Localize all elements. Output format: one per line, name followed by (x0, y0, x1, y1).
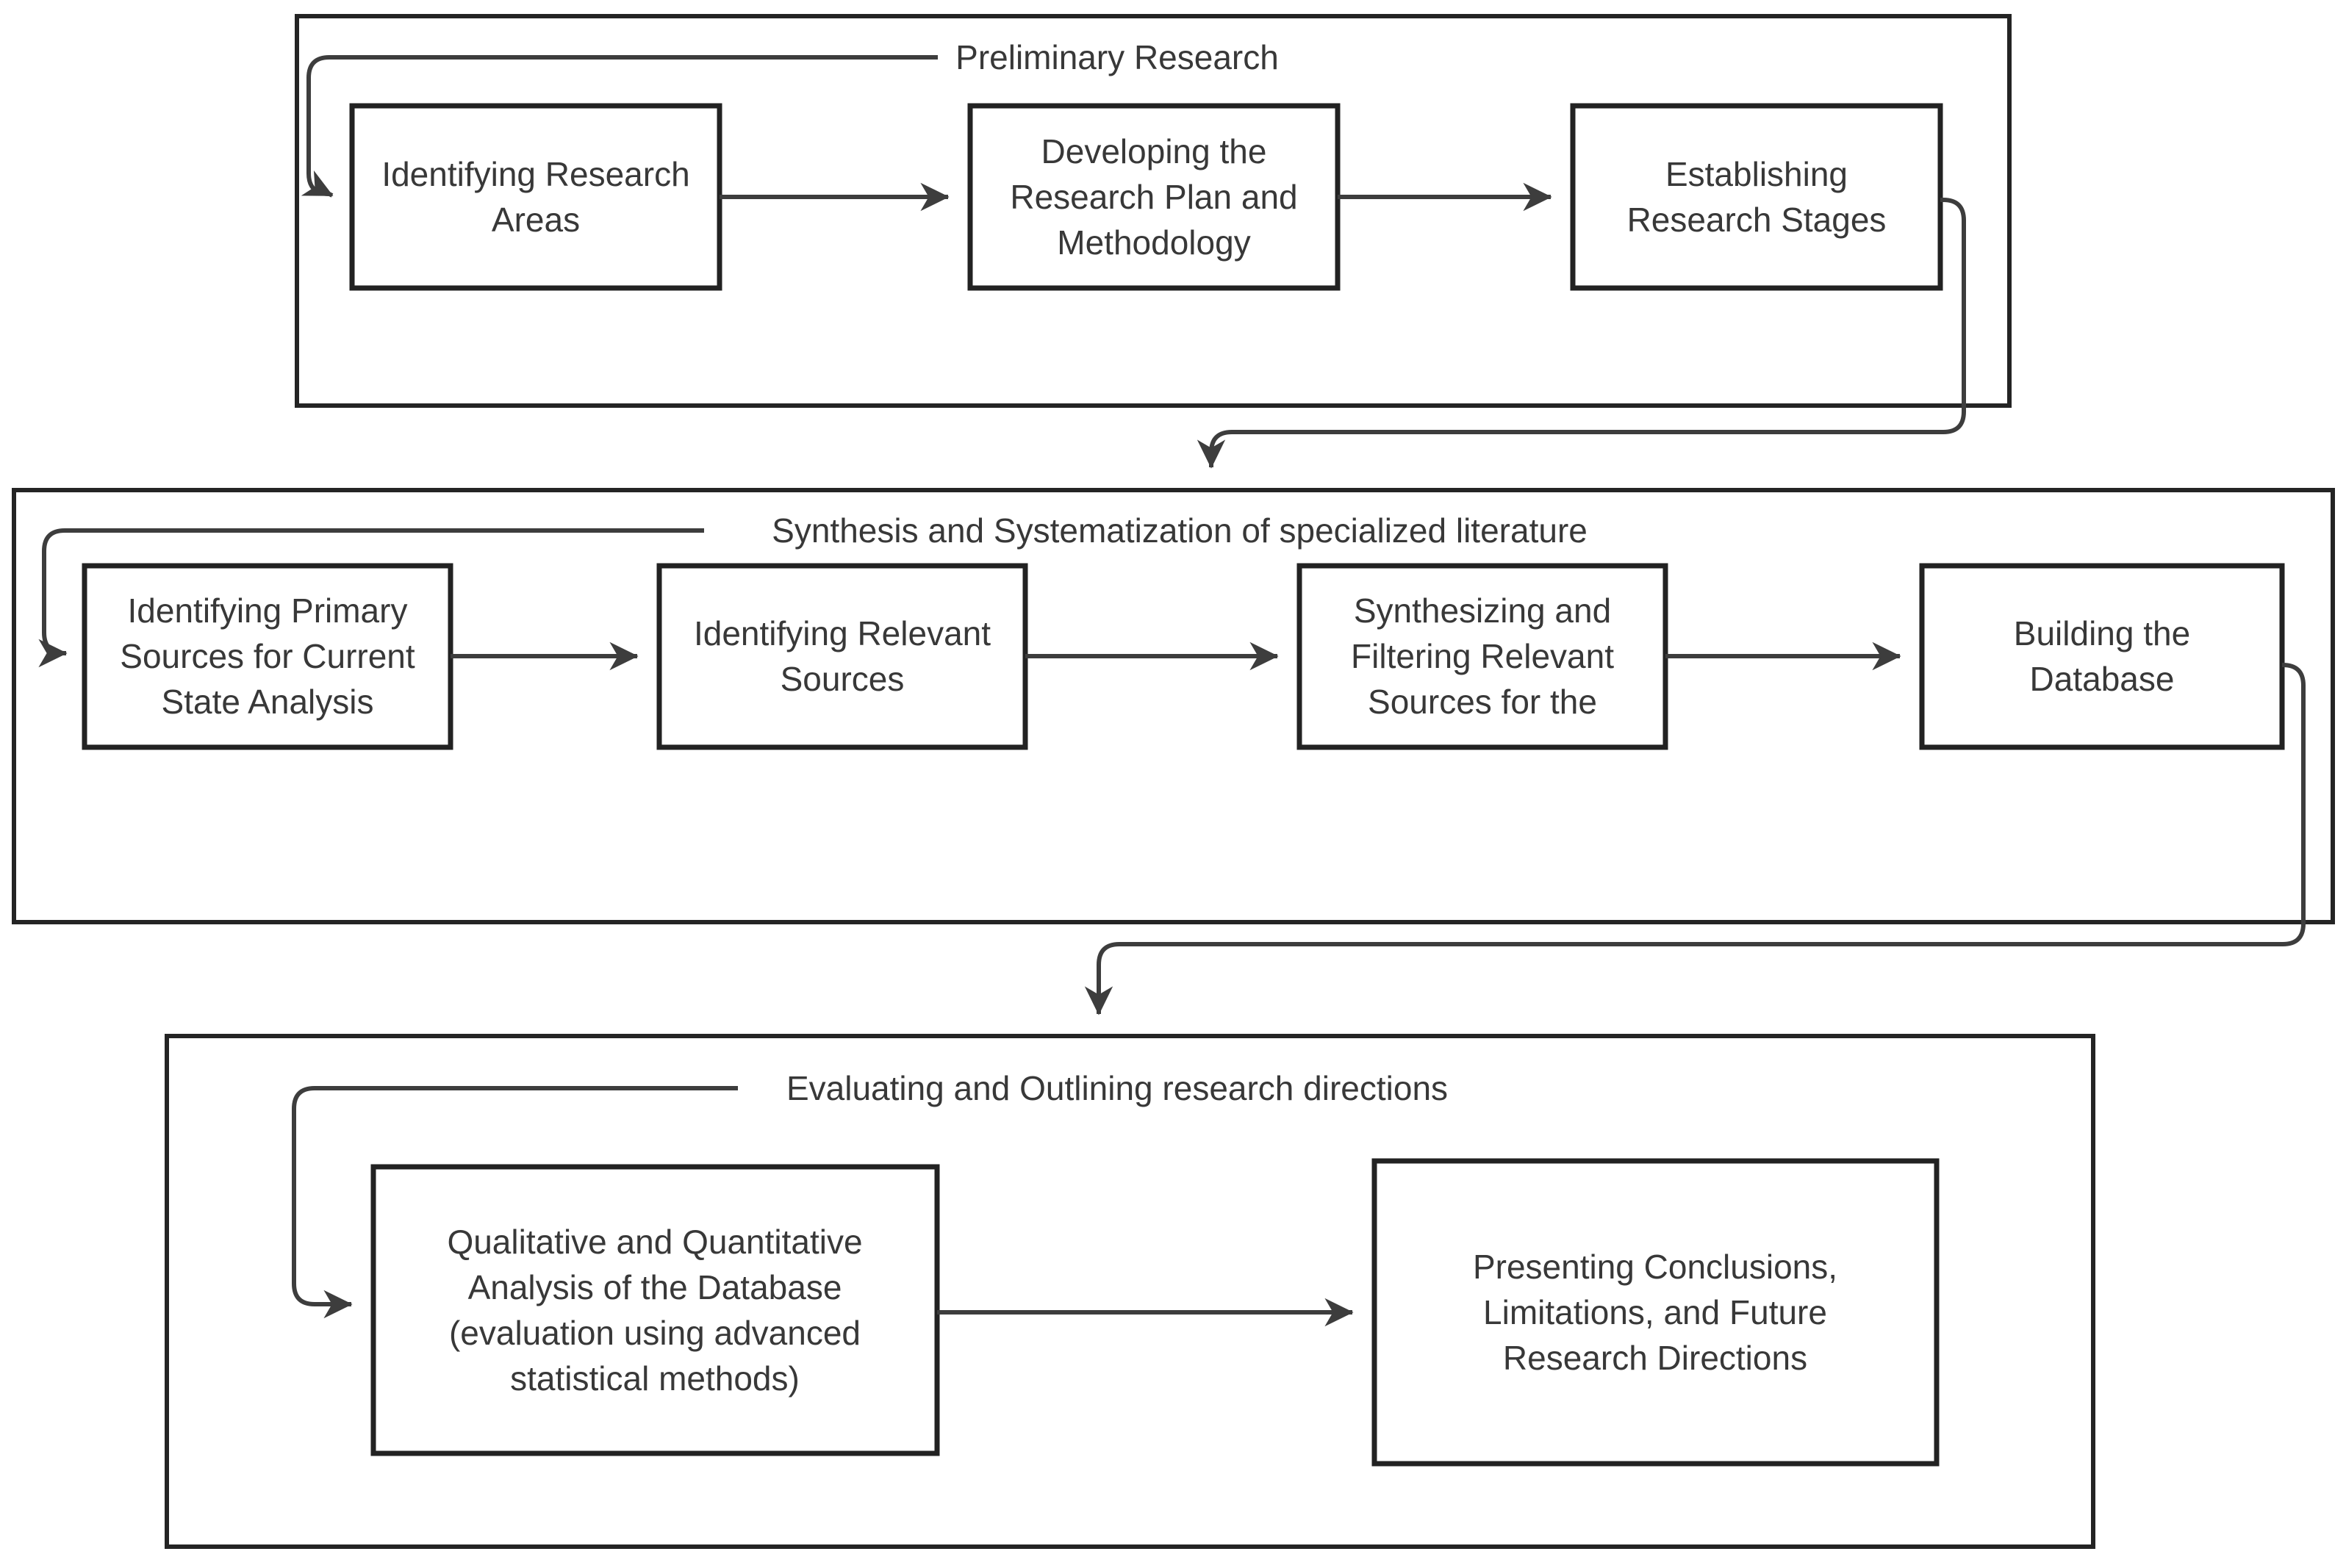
connector-title3-to-node1 (292, 1086, 738, 1319)
group-preliminary-research-container (295, 14, 2012, 408)
group-2-title: Synthesis and Systematization of special… (772, 511, 1588, 550)
node-qualitative-quantitative-analysis (370, 1164, 940, 1456)
node-identifying-relevant-sources (656, 563, 1028, 750)
node-identifying-research-areas (349, 103, 722, 291)
group-3-title: Evaluating and Outlining research direct… (786, 1069, 1448, 1107)
group-evaluating-outlining-container (165, 1034, 2095, 1549)
node-establishing-research-stages (1570, 103, 1943, 291)
node-presenting-conclusions (1371, 1158, 1940, 1467)
connector-group2-to-group3 (1084, 663, 2306, 1015)
node-developing-research-plan (967, 103, 1341, 291)
node-building-the-database (1919, 563, 2285, 750)
group-synthesis-systematization-container (12, 488, 2335, 924)
group-1-title: Preliminary Research (955, 38, 1279, 76)
connector-group1-to-group2 (1197, 198, 1966, 469)
node-presenting-conclusions-label: Presenting Conclusions,Limitations, and … (1473, 1248, 1837, 1377)
connector-title1-to-node1 (301, 55, 938, 198)
connector-title2-to-node1 (38, 528, 704, 668)
